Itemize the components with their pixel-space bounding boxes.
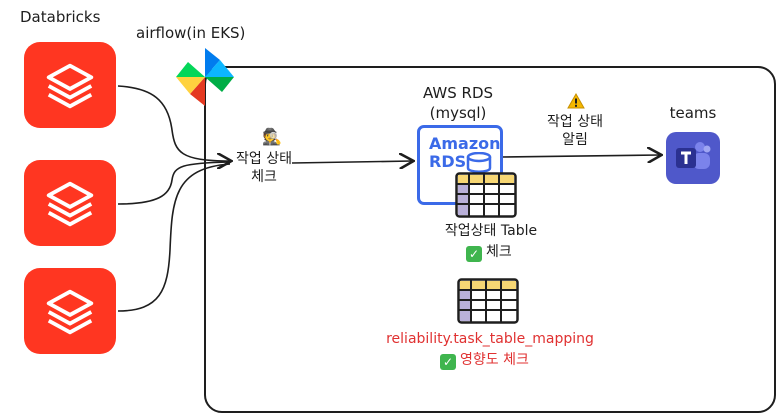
rds-logo-line2: RDS bbox=[429, 152, 467, 171]
alert-line2: 알림 bbox=[562, 132, 588, 149]
airflow-eks-frame bbox=[204, 66, 776, 413]
check-step-label: 작업 상태 체크 bbox=[234, 150, 294, 186]
mapping-check-label: 영향도 체크 bbox=[460, 352, 529, 368]
connector-databricks-3 bbox=[117, 163, 231, 312]
table-icon bbox=[455, 172, 517, 218]
connector-databricks-1 bbox=[117, 85, 230, 161]
check-mark-icon: ✓ bbox=[440, 354, 456, 370]
database-cylinder-icon bbox=[466, 152, 492, 173]
rds-title: AWS RDS (mysql) bbox=[412, 84, 504, 123]
rds-title-line1: AWS RDS bbox=[422, 84, 494, 102]
status-table-check: ✓체크 bbox=[466, 243, 512, 262]
check-step-line1: 작업 상태 bbox=[236, 151, 292, 167]
teams-glyph-icon bbox=[676, 142, 711, 169]
mapping-table-label: reliability.task_table_mapping bbox=[386, 331, 594, 347]
mapping-table-check: ✓영향도 체크 bbox=[440, 351, 529, 370]
warning-icon bbox=[567, 93, 585, 109]
airflow-pinwheel-icon bbox=[176, 48, 234, 106]
status-check-label: 체크 bbox=[486, 244, 512, 260]
databricks-tile-3 bbox=[24, 268, 116, 354]
detective-emoji-icon: 🕵 bbox=[262, 127, 282, 146]
databricks-logo-icon bbox=[46, 63, 94, 109]
check-step-line2: 체크 bbox=[251, 169, 277, 186]
rds-logo-line1: Amazon bbox=[429, 134, 501, 153]
teams-logo-icon bbox=[666, 132, 720, 184]
status-table-label: 작업상태 Table bbox=[444, 223, 538, 239]
table-icon bbox=[457, 278, 519, 324]
alert-line1: 작업 상태 bbox=[547, 114, 603, 130]
check-mark-icon: ✓ bbox=[466, 246, 482, 262]
arrow-check-to-rds bbox=[291, 161, 412, 163]
databricks-tile-2 bbox=[24, 160, 116, 246]
arrow-rds-to-teams bbox=[499, 155, 660, 157]
teams-label: teams bbox=[669, 104, 717, 122]
databricks-tile-1 bbox=[24, 42, 116, 128]
databricks-label: Databricks bbox=[20, 8, 101, 26]
databricks-logo-icon bbox=[46, 289, 94, 335]
alert-label: 작업 상태 알림 bbox=[535, 113, 615, 149]
databricks-logo-icon bbox=[46, 181, 94, 227]
connector-databricks-2 bbox=[117, 161, 231, 205]
rds-title-line2: (mysql) bbox=[429, 103, 487, 122]
airflow-label: airflow(in EKS) bbox=[136, 24, 246, 42]
